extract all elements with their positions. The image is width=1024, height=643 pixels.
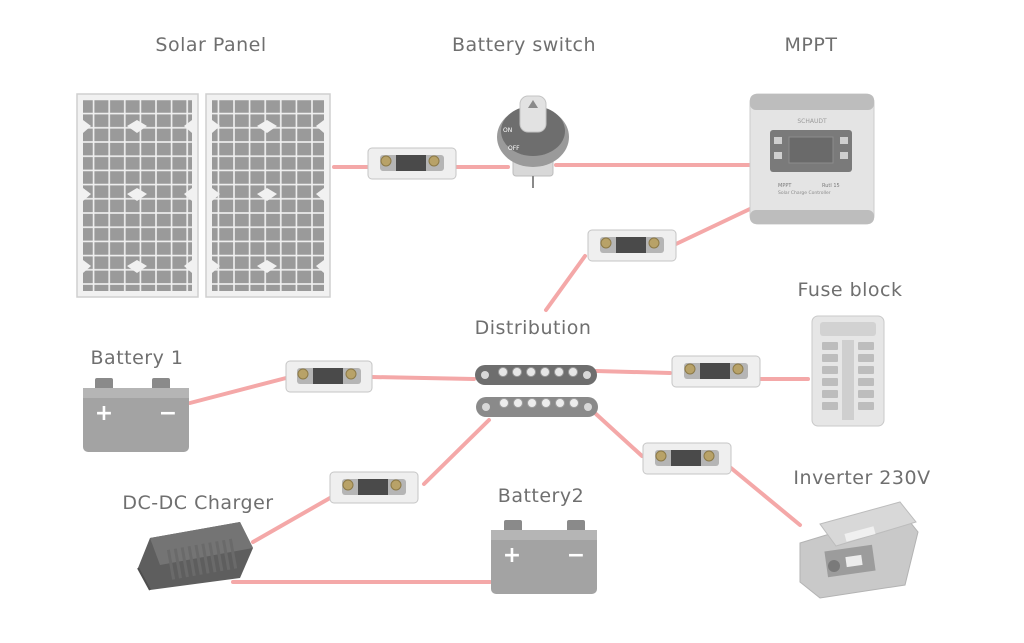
wire-busbar-fuse [594,369,672,375]
solar-panel [76,93,331,298]
mppt-subtitle: Solar Charge Controller [778,190,831,196]
label-battery-switch: Battery switch [451,34,597,56]
wire-fuse-dcdc [251,496,332,544]
plus-icon: + [95,401,113,426]
mppt-controller: SCHAUDT MPPT Solar Charge Controller Rut… [749,93,875,225]
battery1: + − [83,378,189,452]
wire-mppt-fuse [674,206,754,246]
minus-icon: − [567,543,585,568]
label-inverter: Inverter 230V [793,467,931,489]
fuse-block [811,315,885,427]
label-distribution: Distribution [474,317,592,339]
mppt-brand: SCHAUDT [797,118,827,125]
label-battery2: Battery2 [497,485,585,507]
wires [188,163,810,584]
solar-panel-right [205,93,331,298]
fuse-mppt [587,229,677,262]
label-dcdc-charger: DC-DC Charger [122,492,274,514]
busbar-bottom [476,397,598,417]
dcdc-charger [137,522,253,591]
label-battery1: Battery 1 [90,347,184,369]
wire-busbar-fuse-dcdc [422,418,491,486]
label-solar-panel: Solar Panel [155,34,267,56]
fuse-solar [367,147,457,180]
wire-fuse-distribution [544,254,587,312]
mppt-rating: Rutl 15 [822,183,840,189]
fuse-inverter [642,442,732,475]
switch-on-label: ON [503,127,512,134]
label-mppt: MPPT [784,34,838,56]
fuse-fuseblock [671,355,761,388]
label-fuse-block: Fuse block [797,279,903,301]
switch-off-label: OFF [508,145,520,152]
solar-panel-left [76,93,199,298]
mppt-button-4 [840,152,848,159]
mppt-model: MPPT [778,183,792,189]
battery-switch: ON OFF [497,95,569,188]
wire-fuse-inverter [729,466,802,527]
busbar-top [475,365,597,385]
fuse-dcdc [329,471,419,504]
battery2: + − [491,520,597,594]
minus-icon: − [159,401,177,426]
mppt-button-2 [774,152,782,159]
distribution-busbars [475,365,598,417]
inverter-display [845,554,863,568]
wire-busbar-fuse-inverter [594,412,644,458]
wire-battery1-fuse [188,376,288,405]
wire-fuse-busbar [370,375,476,381]
mppt-display [788,136,834,164]
switch-knob [519,95,547,133]
triangle-icon [528,100,538,108]
mppt-button-3 [840,137,848,144]
inverter [799,501,919,599]
mppt-button-1 [774,137,782,144]
plus-icon: + [503,543,521,568]
fuse-battery1 [285,360,373,393]
